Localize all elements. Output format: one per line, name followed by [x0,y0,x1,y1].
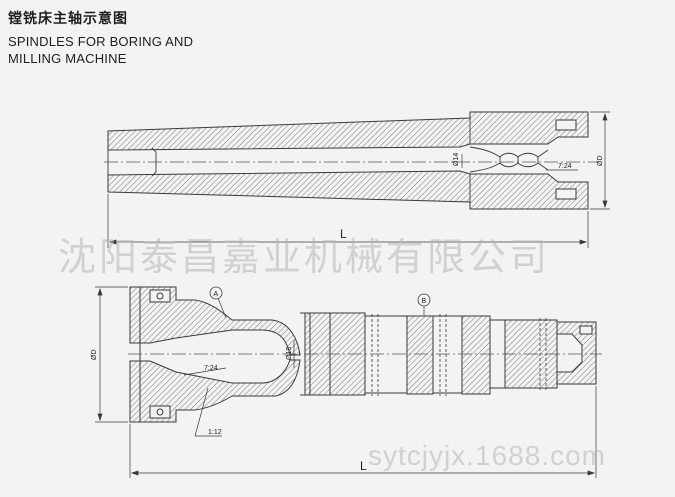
bottom-flange-lower [129,359,301,423]
top-dim-diameter: Ø14 [453,153,460,166]
bottom-nose [556,321,597,385]
bottom-dim-length: L [360,459,367,473]
callout-a: A [214,291,219,298]
bottom-dim-diameter: ØD [91,350,98,361]
title-english-line2: MILLING MACHINE [8,51,127,66]
bottom-flange-upper [129,286,301,356]
bottom-dimension-lines [95,286,597,478]
top-dimension-lines [107,111,610,248]
top-taper: 7:24 [558,163,572,170]
bottom-taper: 7:24 [204,365,218,372]
top-key-lower [555,188,577,200]
watermark-company: 沈阳泰昌嘉业机械有限公司 [58,235,551,279]
bottom-sleeve-2 [406,315,434,395]
title-chinese: 镗铣床主轴示意图 [8,11,128,27]
callout-a-circle [209,286,223,300]
top-key-upper [555,119,577,131]
top-spindle-view [107,111,589,210]
callout-b-circle [417,293,431,307]
bottom-sleeve-3 [461,315,491,395]
top-spindle-lower-wall [107,170,589,210]
bottom-taper-small: 1:12 [208,429,222,436]
callout-b: B [422,298,427,305]
bottom-dim-diameter-inner: Ø18 [286,347,293,360]
watermark-url: sytcjyjx.1688.com [368,440,606,471]
top-dim-diameter-right: ØD [597,156,604,167]
title-english-line1: SPINDLES FOR BORING AND [8,34,194,49]
bottom-spindle-view [129,286,597,423]
top-spindle-upper-wall [107,111,589,151]
top-dim-length: L [340,227,347,241]
top-spindle-bore-lines [107,118,549,202]
